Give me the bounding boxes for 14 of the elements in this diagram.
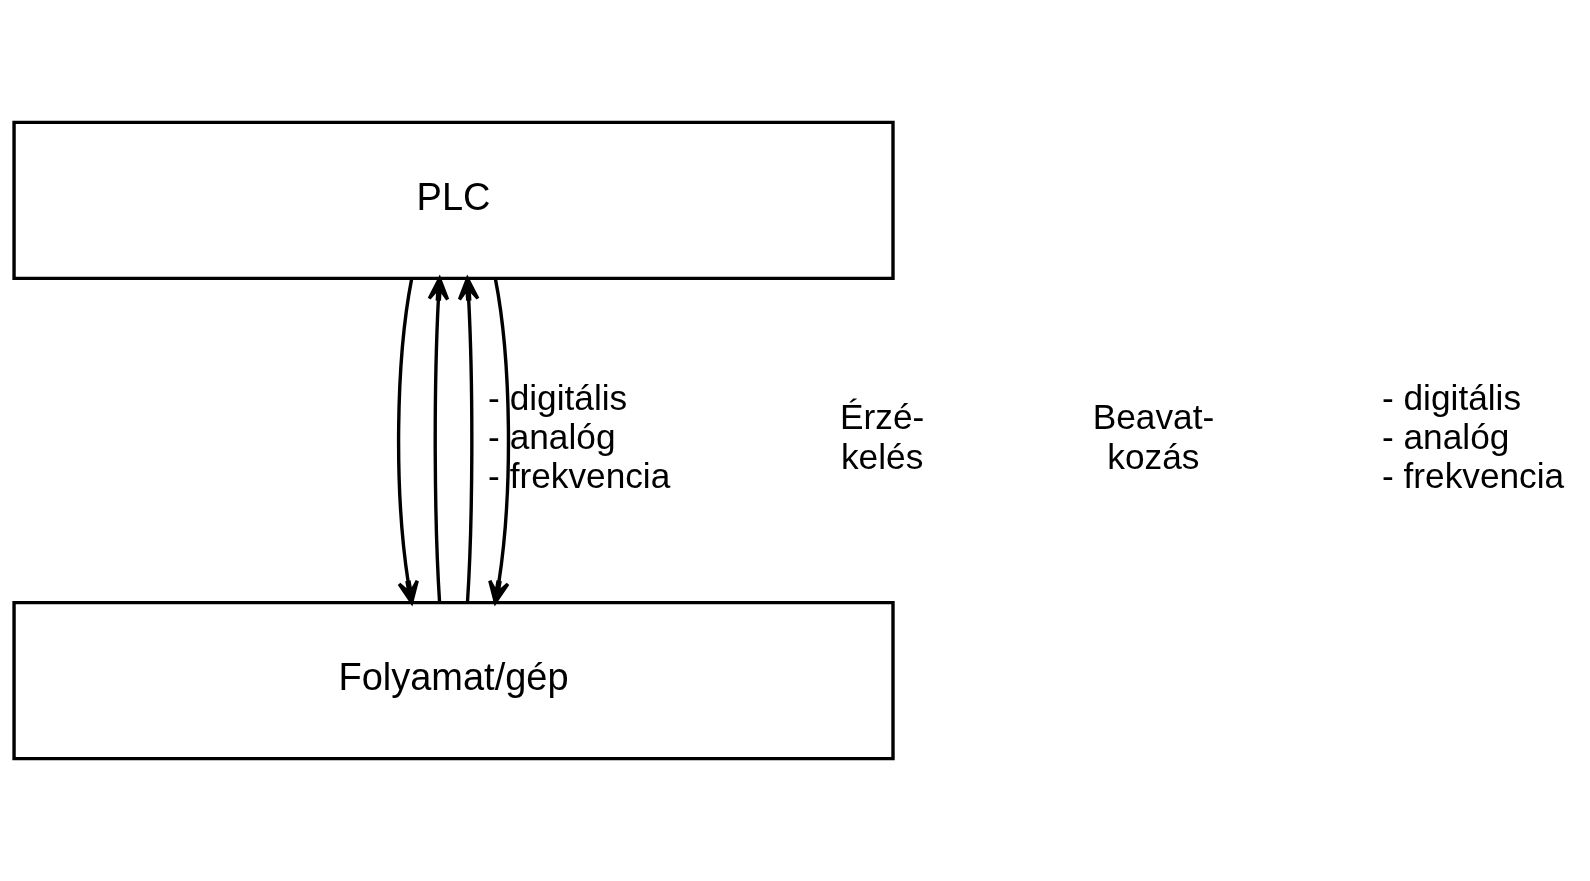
- label: Érzé- kelés: [840, 397, 925, 476]
- arrow: [457, 276, 480, 603]
- node-box: Folyamat/gép: [12, 600, 895, 761]
- label: - digitális: [488, 377, 628, 417]
- label: - analóg: [1381, 417, 1510, 457]
- label: Beavat- kozás: [1092, 397, 1215, 476]
- arrow: [427, 276, 450, 603]
- label: - frekvencia: [1381, 456, 1565, 496]
- label: - analóg: [488, 417, 616, 457]
- label: - digitális: [1381, 377, 1522, 417]
- arrow: [488, 278, 511, 605]
- node-box: PLC: [12, 120, 895, 281]
- arrow: [396, 278, 419, 605]
- label: - frekvencia: [488, 456, 671, 496]
